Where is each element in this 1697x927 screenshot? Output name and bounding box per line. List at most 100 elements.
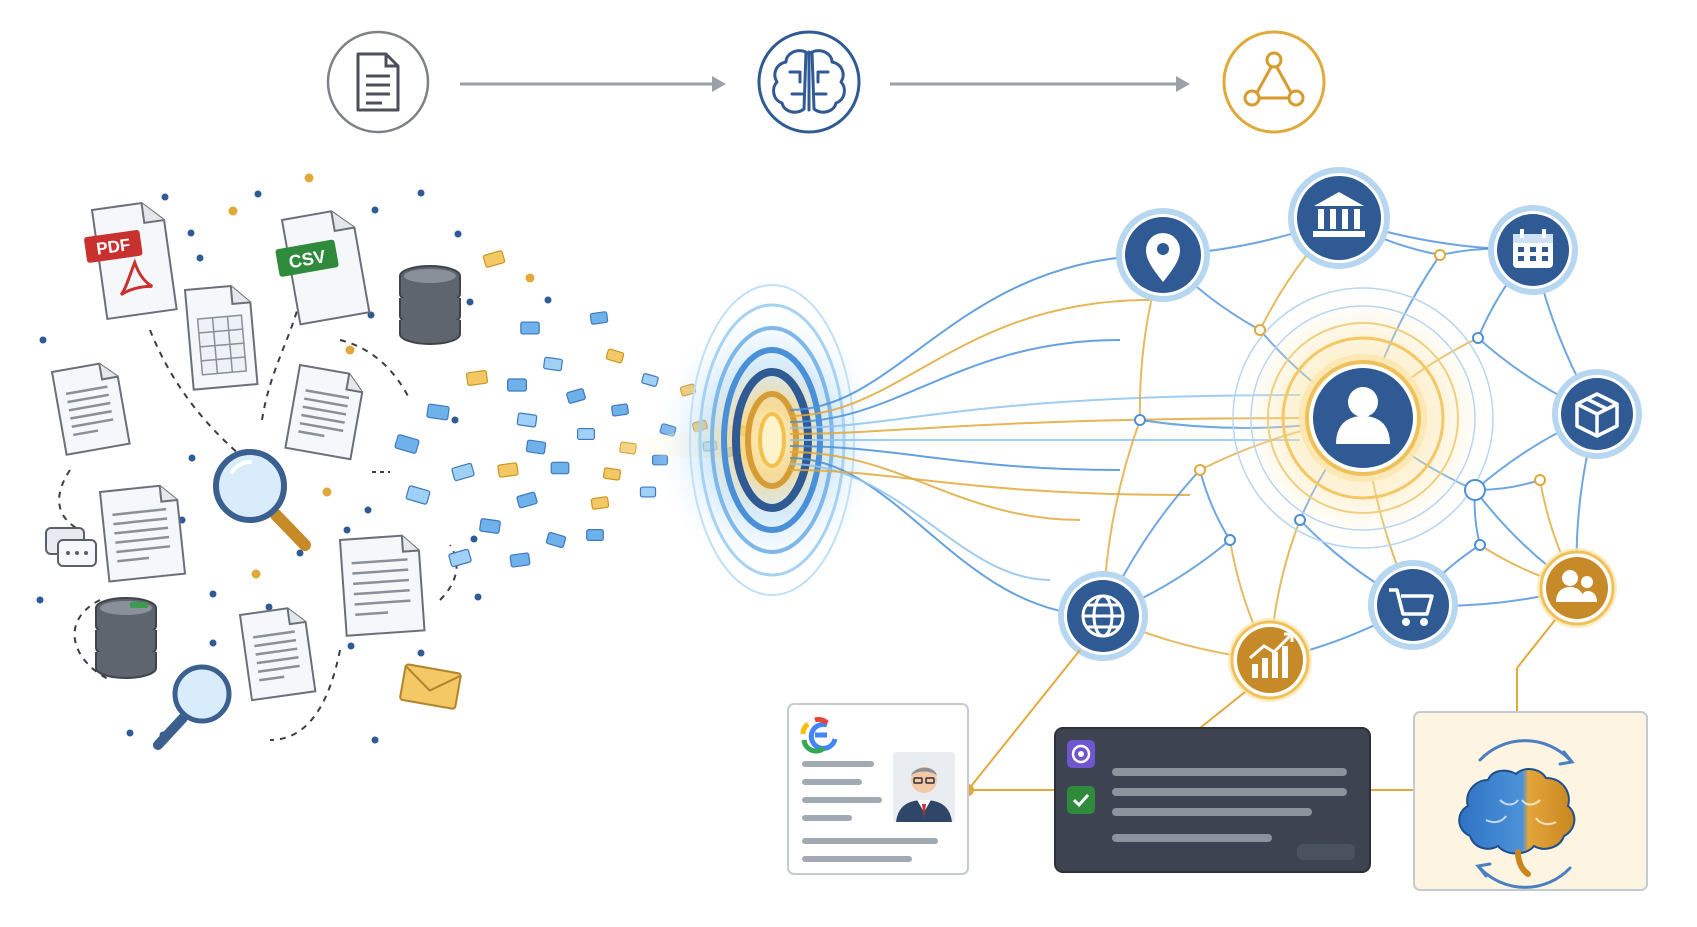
flow-line [789, 469, 1191, 496]
data-fragment [543, 356, 563, 372]
dot [345, 345, 355, 355]
cart-icon [1389, 588, 1434, 626]
text-line [254, 638, 297, 648]
chat-icon [45, 527, 97, 567]
csv-badge [275, 239, 339, 277]
dot [126, 729, 134, 737]
pdf-file-icon: PDF [84, 201, 178, 321]
document-fold [400, 535, 419, 553]
pipeline [326, 30, 1326, 134]
node-calendar [1488, 205, 1578, 295]
document-fold [98, 363, 118, 381]
flow-line [789, 417, 1331, 435]
data-fragment [590, 496, 610, 510]
dot [474, 593, 482, 601]
text-line [71, 418, 114, 428]
dot [36, 596, 44, 604]
text-line [259, 675, 285, 682]
graph-junction [1464, 479, 1486, 501]
document-stack [50, 362, 426, 702]
dot [188, 454, 196, 462]
text-line [301, 413, 345, 424]
pdf-badge-label: PDF [95, 235, 131, 259]
graph-junction [1474, 539, 1486, 551]
data-fragment [589, 311, 609, 325]
package-icon [1575, 392, 1619, 438]
vortex [560, 284, 890, 596]
pipeline-arrow-1 [460, 76, 726, 92]
people-icon [1556, 570, 1597, 602]
flow-line [789, 457, 1104, 617]
document-sheet [238, 607, 317, 702]
pipeline-arrow-2 [890, 76, 1190, 92]
data-fragment [479, 518, 501, 534]
text-line [353, 578, 410, 586]
node-package [1552, 369, 1642, 459]
document-fold [345, 373, 363, 394]
data-fragment [611, 403, 629, 417]
google-icon [800, 717, 838, 754]
dot [343, 526, 351, 534]
dot [39, 336, 47, 344]
data-fragment [576, 427, 596, 441]
node-location [1116, 208, 1210, 302]
data-fragment [566, 388, 586, 404]
text-line [70, 409, 112, 420]
text-line [302, 405, 347, 416]
text-line [253, 630, 296, 639]
dot [161, 193, 169, 201]
graph-junctions [1134, 249, 1546, 551]
refresh-arrows-icon [1475, 739, 1575, 889]
card-connectors [962, 619, 1556, 796]
dot [364, 506, 372, 514]
graph-junction [1472, 332, 1484, 344]
dot [347, 642, 355, 650]
data-fragment [516, 412, 538, 428]
flow-line [789, 299, 1151, 417]
text-line [256, 656, 299, 665]
magnifier-icon [213, 449, 311, 551]
data-fragment [509, 552, 531, 568]
pdf-badge [84, 230, 143, 263]
pipeline-step-documents [326, 30, 430, 134]
ai-chat-card [1054, 727, 1371, 873]
person-icon [1336, 387, 1390, 444]
profile-photo [893, 752, 955, 822]
node-bank [1288, 167, 1390, 269]
dot [251, 569, 261, 579]
dot [187, 229, 195, 237]
dot [417, 189, 425, 197]
document-sheet [50, 362, 131, 456]
text-line [353, 589, 410, 596]
search-result-card [787, 703, 969, 875]
graph-junction [1294, 514, 1306, 526]
text-line [112, 507, 167, 517]
document-fold [286, 608, 306, 626]
database-icon [95, 597, 157, 679]
globe-icon [1081, 594, 1125, 638]
data-fragment [586, 529, 604, 541]
csv-file-icon: CSV [275, 210, 371, 326]
text-line [68, 401, 111, 412]
data-fragment [394, 434, 420, 454]
dot [371, 206, 379, 214]
text-line [304, 397, 348, 408]
text-line [299, 421, 344, 433]
calendar-icon [1513, 229, 1553, 268]
text-line [114, 526, 169, 535]
spreadsheet-icon [183, 284, 259, 391]
text-line [67, 393, 110, 404]
text-line [257, 664, 300, 673]
text-line [298, 430, 325, 438]
data-fragment [516, 491, 538, 509]
text-line [355, 611, 389, 617]
flow-line [789, 451, 1081, 521]
data-fragment [605, 348, 625, 364]
graph-icon [1243, 51, 1305, 107]
node-people [1537, 548, 1617, 628]
document-icon [356, 52, 400, 112]
graph-junction [1224, 534, 1236, 546]
data-fragment [448, 548, 472, 568]
memory-card [1413, 711, 1648, 891]
